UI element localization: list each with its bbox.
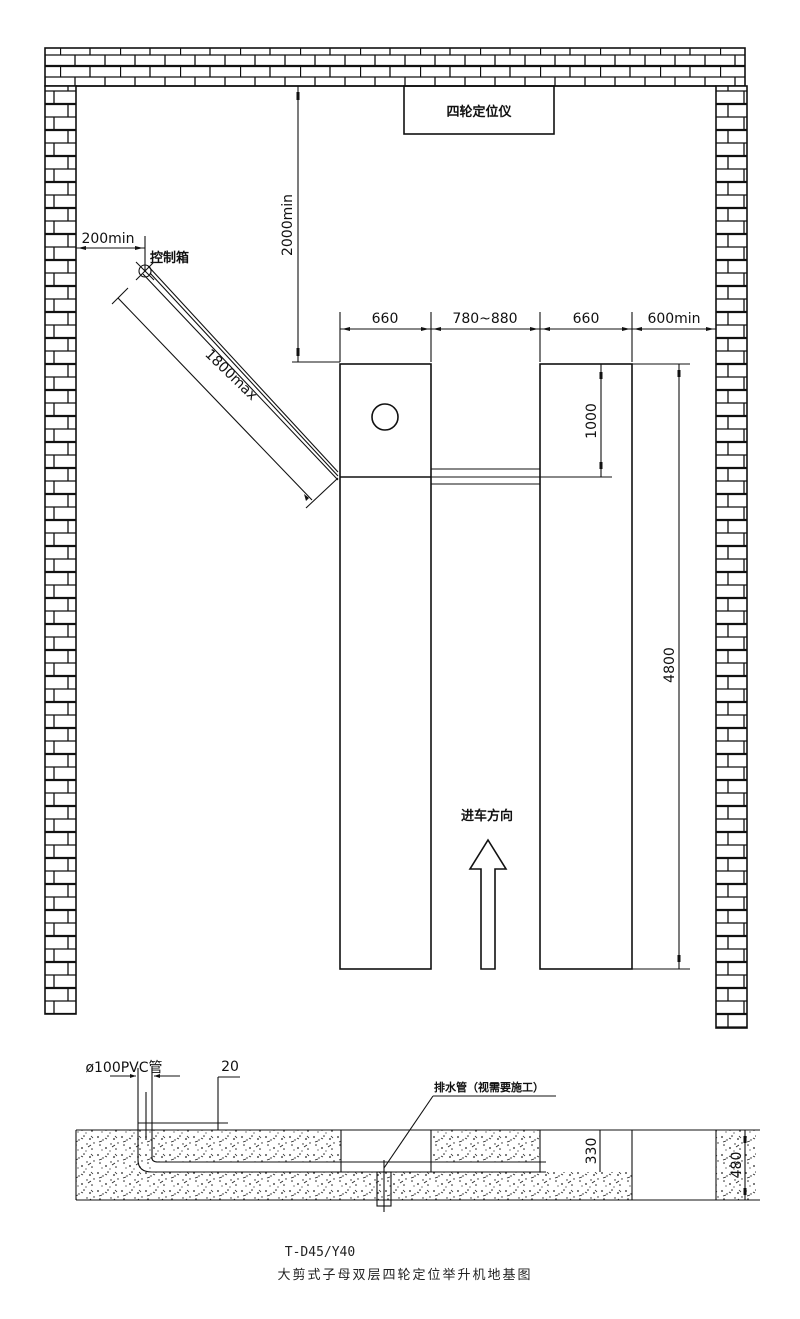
pit-hole [371,403,399,431]
cable-conduit: 1800max [111,265,339,509]
svg-text:330: 330 [584,1138,600,1165]
svg-text:1000: 1000 [584,403,600,439]
svg-text:480: 480 [729,1152,745,1179]
drawing-title: 大剪式子母双层四轮定位举升机地基图 [277,1267,532,1283]
svg-text:4800: 4800 [662,647,678,683]
lift-platforms [339,363,690,970]
wall-clearance-dimension: 200min [76,231,146,272]
svg-text:600min: 600min [647,311,700,327]
drive-direction-label: 进车方向 [461,808,513,824]
svg-text:660: 660 [573,311,600,327]
svg-text:200min: 200min [81,231,134,247]
section-view: 排水管（视需要施工） ø100PVC管 20 330 480 [75,1059,760,1212]
building-wall [44,47,748,1029]
total-length-dimension: 4800 [620,364,690,970]
wheel-aligner-label: 四轮定位仪 [446,104,512,120]
drain-label: 排水管（视需要施工） [434,1080,544,1094]
drive-direction-arrow-icon [468,838,508,970]
control-box-label: 控制箱 [150,250,189,266]
front-section-dimension: 1000 [584,364,603,477]
drive-direction: 进车方向 [461,808,513,970]
svg-text:660: 660 [372,311,399,327]
svg-text:780~880: 780~880 [452,311,517,327]
svg-text:2000min: 2000min [280,194,296,256]
model-number: T-D45/Y40 [285,1245,355,1260]
wheel-aligner-box: 四轮定位仪 [403,85,555,135]
front-clearance-dimension: 2000min [280,86,340,363]
svg-text:20: 20 [221,1059,239,1075]
width-dimensions: 660 780~880 660 600min [339,311,716,362]
pipe-label: ø100PVC管 [85,1060,162,1076]
title-block: T-D45/Y40 大剪式子母双层四轮定位举升机地基图 [277,1245,532,1283]
control-box: 控制箱 [135,250,189,281]
